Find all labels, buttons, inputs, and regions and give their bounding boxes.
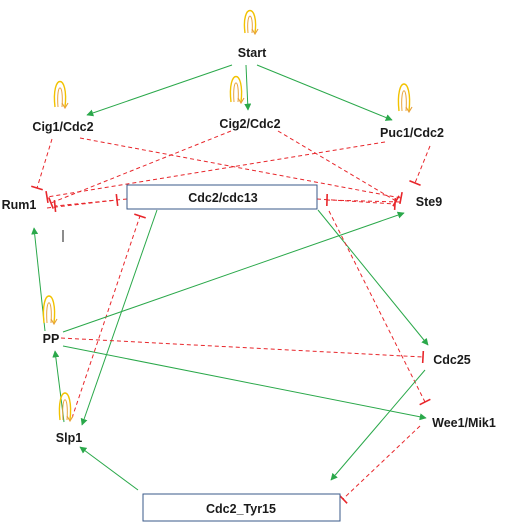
self-loop-arrowhead-start bbox=[251, 28, 259, 36]
node-cdc2-tyr15: Cdc2_Tyr15 bbox=[206, 502, 276, 516]
inhibition-edge-puc1-to-rum1 bbox=[46, 141, 386, 198]
activation-edge-cdc2_cdc13-to-cdc25 bbox=[317, 209, 429, 346]
cdc2-cdc13-box bbox=[126, 184, 318, 210]
activation-edge-start-to-cig2 bbox=[244, 64, 252, 111]
inhibition-edge-puc1-to-ste9 bbox=[414, 145, 431, 184]
node-start: Start bbox=[238, 46, 267, 60]
inhibition-edge-cig1-to-rum1 bbox=[36, 138, 53, 189]
inhibition-edge-cig1-to-ste9 bbox=[79, 137, 402, 199]
self-loop-inner-cig1 bbox=[57, 87, 63, 108]
inhibition-bar-cig2-to-rum1 bbox=[48, 197, 54, 209]
self-loop-cig1 bbox=[53, 80, 67, 108]
inhibition-bar-cig1-to-rum1 bbox=[31, 185, 43, 191]
cdc2-tyr15-box bbox=[142, 493, 341, 522]
self-loop-arrowhead-cig1 bbox=[61, 102, 69, 110]
self-loop-inner-slp1 bbox=[62, 399, 68, 421]
inhibition-edge-ste9-to-cdc2_cdc13 bbox=[326, 199, 401, 203]
activation-edge-pp-to-wee1 bbox=[62, 345, 427, 421]
inhibition-edge-rum1-to-cdc2_cdc13 bbox=[46, 199, 118, 209]
node-cig2-cdc2: Cig2/Cdc2 bbox=[219, 117, 280, 131]
self-loop-arrowhead-cig2 bbox=[237, 97, 245, 105]
self-loops-layer bbox=[42, 10, 413, 423]
node-wee1-mik1: Wee1/Mik1 bbox=[432, 416, 496, 430]
self-loop-inner-cig2 bbox=[233, 82, 239, 103]
inhibition-edge-cdc2_cdc13-to-rum1 bbox=[54, 198, 128, 207]
node-slp1: Slp1 bbox=[56, 431, 82, 445]
inhibition-bar-cdc2_cdc13-to-ste9 bbox=[393, 197, 397, 211]
inhibition-bar-cdc2_cdc13-to-rum1 bbox=[53, 199, 57, 213]
inhibition-bar-pp-to-cdc25 bbox=[421, 350, 425, 364]
activation-edge-cdc25-to-cdc2_tyr15 bbox=[330, 369, 426, 481]
inhibition-bar-puc1-to-ste9 bbox=[409, 180, 421, 186]
node-pp: PP bbox=[43, 332, 60, 346]
edges-layer bbox=[31, 64, 431, 504]
node-cdc25: Cdc25 bbox=[433, 353, 471, 367]
activation-edge-pp-to-ste9 bbox=[62, 211, 405, 333]
inhibition-bar-cig1-to-ste9 bbox=[399, 191, 403, 205]
self-loop-inner-start bbox=[247, 15, 253, 34]
inhibition-edge-cig2-to-ste9 bbox=[277, 130, 397, 202]
inhibition-edge-wee1-to-cdc2_tyr15 bbox=[342, 425, 421, 500]
self-loop-arrowhead-pp bbox=[50, 318, 58, 326]
activation-edge-start-to-puc1 bbox=[256, 64, 393, 121]
node-ste9: Ste9 bbox=[416, 195, 442, 209]
self-loop-inner-pp bbox=[46, 302, 52, 324]
inhibition-bar-slp1-to-cdc2_cdc13 bbox=[134, 213, 146, 219]
inhibition-bar-cdc2_cdc13-to-wee1 bbox=[419, 398, 431, 406]
self-loop-slp1 bbox=[58, 392, 72, 421]
self-loop-start bbox=[243, 10, 257, 34]
node-puc1-cdc2: Puc1/Cdc2 bbox=[380, 126, 444, 140]
activation-edge-start-to-cig1 bbox=[86, 64, 233, 117]
inhibition-edge-cdc2_cdc13-to-wee1 bbox=[328, 210, 426, 403]
self-loop-puc1 bbox=[397, 83, 411, 112]
inhibition-bar-puc1-to-rum1 bbox=[45, 190, 49, 204]
node-cdc2-cdc13: Cdc2/cdc13 bbox=[188, 191, 258, 205]
node-cig1-cdc2: Cig1/Cdc2 bbox=[32, 120, 93, 134]
self-loop-inner-puc1 bbox=[401, 90, 407, 112]
inhibition-edge-cdc2_cdc13-to-ste9 bbox=[316, 198, 396, 205]
self-loop-arrowhead-puc1 bbox=[405, 106, 413, 114]
self-loop-arrowhead-slp1 bbox=[66, 415, 74, 423]
activation-edge-cdc2_cdc13-to-slp1 bbox=[80, 209, 158, 426]
inhibition-bar-cig2-to-ste9 bbox=[392, 195, 400, 207]
inhibition-edge-pp-to-cdc25 bbox=[60, 337, 424, 358]
node-rum1: Rum1 bbox=[2, 198, 37, 212]
inhibition-edge-cig2-to-rum1 bbox=[50, 130, 232, 204]
activation-edge-cdc2_tyr15-to-slp1 bbox=[79, 446, 139, 491]
self-loop-cig2 bbox=[229, 75, 243, 103]
self-loop-pp bbox=[42, 295, 56, 324]
